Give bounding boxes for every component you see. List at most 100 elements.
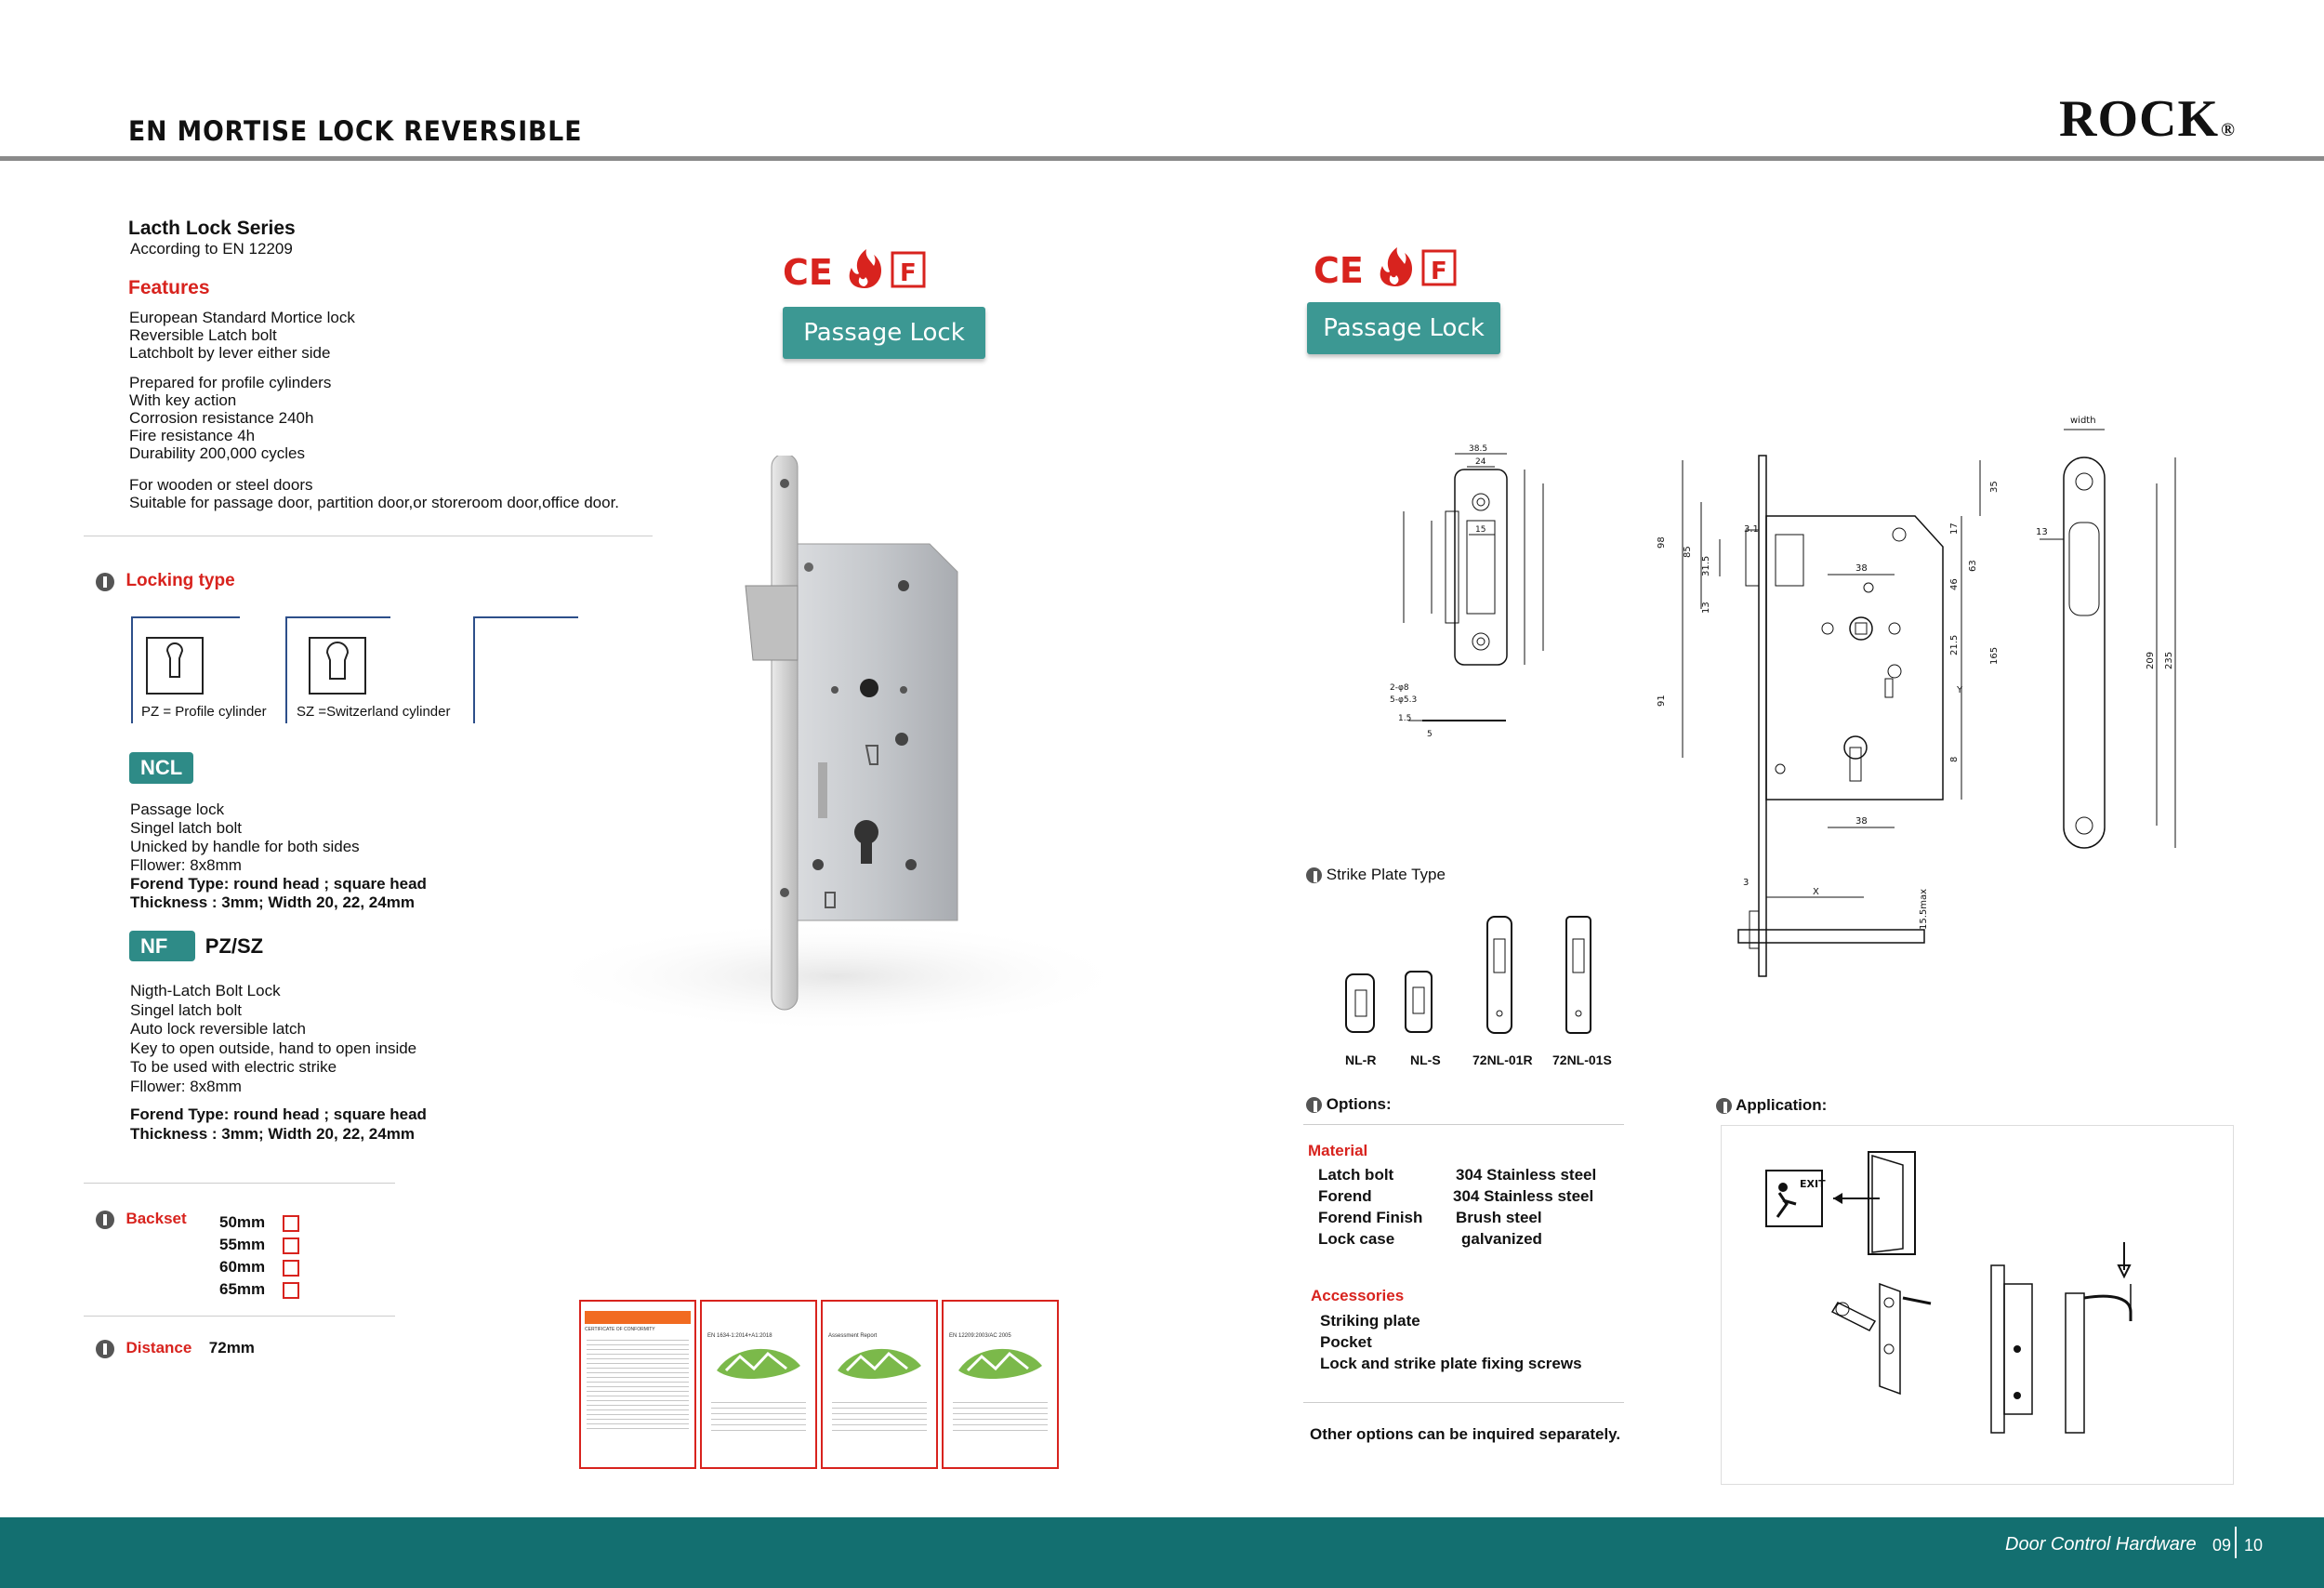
feature-line: Fire resistance 4h [129,427,256,444]
distance-value: 72mm [208,1339,255,1356]
certificate-card[interactable]: Assessment Report [821,1300,938,1469]
nf-badge: NF [129,931,196,961]
features-group-2: Prepared for profile cylinders With key … [129,374,331,462]
divider [84,1316,395,1317]
fire-icon [849,249,881,288]
accessory-item: Pocket [1320,1333,1372,1351]
dim-label: 2-φ8 [1390,683,1409,693]
passage-lock-button-right[interactable]: Passage Lock [1307,302,1500,354]
feature-line: Latchbolt by lever either side [129,344,331,362]
bulb-icon [1716,1098,1732,1115]
checkbox[interactable] [283,1259,299,1277]
options-label: Options: [1326,1095,1392,1113]
dim-label: 1.5 [1398,714,1411,723]
backset-options: 50mm 55mm 60mm 65mm [219,1211,299,1301]
material-heading: Material [1308,1142,1368,1159]
dim-label: 5-φ5.3 [1390,695,1417,705]
dim-label: 209 [2146,652,2156,669]
dim-label: 3.1 [1744,524,1759,535]
mortise-lock-photo [539,456,1134,1032]
bulb-icon [96,1339,114,1358]
locking-type-heading: Locking type [96,571,235,591]
divider [1303,1124,1624,1125]
features-group-1: European Standard Mortice lock Reversibl… [129,309,355,362]
ncl-line: Passage lock [130,801,225,818]
divider [1303,1402,1624,1403]
dim-label: 35 [1989,481,2000,493]
dim-label: Y [1956,685,1963,695]
nf-label: PZ/SZ [205,934,264,958]
nf-thickness: Thickness : 3mm; Width 20, 22, 24mm [130,1125,415,1143]
features-heading: Features [128,277,210,298]
dim-label: 5 [1427,730,1433,739]
locking-type-label: Locking type [125,571,235,590]
forend-drawing: width 13 209 235 [2036,416,2176,849]
strike-type-label: 72NL-01S [1552,1052,1612,1067]
certificate-title: Assessment Report [828,1333,878,1339]
bulb-icon [1306,867,1322,884]
application-heading: Application: [1716,1096,1827,1115]
cert-marks-right: CE F [1314,245,1490,297]
strike-plate-types-figure [1345,916,1591,1034]
application-illustration: EXIT [1765,1151,2133,1434]
certificate-card[interactable]: EN 12209:2003/AC 2005 [942,1300,1059,1469]
header-rule [0,156,2324,161]
dim-label: 24 [1475,457,1486,467]
feature-line: Corrosion resistance 240h [129,409,314,427]
backset-option[interactable]: 55mm [219,1234,299,1256]
certificate-title: CERTIFICATE OF CONFORMITY [585,1327,655,1332]
nf-description: Nigth-Latch Bolt Lock Singel latch bolt … [130,982,416,1096]
certificate-title: EN 12209:2003/AC 2005 [949,1333,1011,1339]
page-title: EN MORTISE LOCK REVERSIBLE [128,115,583,147]
nf-line: To be used with electric strike [130,1058,337,1076]
feature-line: European Standard Mortice lock [129,309,355,326]
certificate-card[interactable]: EN 1634-1:2014+A1:2018 [700,1300,817,1469]
nf-line: Auto lock reversible latch [130,1020,306,1038]
passage-lock-button-left[interactable]: Passage Lock [783,307,985,359]
nf-heading: NF PZ/SZ [129,931,264,961]
backset-option[interactable]: 50mm [219,1211,299,1234]
certificate-card[interactable]: CERTIFICATE OF CONFORMITY [579,1300,696,1469]
lock-body-drawing: 98 85 91 31.5 13 3.1 38 38 17 46 63 21.5… [1657,455,2000,977]
distance-label: Distance [125,1339,192,1356]
dim-label: 38.5 [1469,444,1487,454]
nf-specs: Forend Type: round head ; square head Th… [130,1105,427,1144]
dim-label: 8 [1949,757,1960,762]
backset-heading: Backset [96,1210,187,1229]
accessories-list: Striking plate Pocket Lock and strike pl… [1320,1310,1582,1374]
application-panel: EXIT [1721,1125,2234,1485]
accessory-item: Lock and strike plate fixing screws [1320,1355,1582,1372]
nf-line: Singel latch bolt [130,1000,243,1019]
options-note: Other options can be inquired separately… [1310,1425,1621,1443]
dim-label: 165 [1989,647,2000,665]
checkbox[interactable] [283,1237,299,1254]
feature-line: Reversible Latch bolt [129,326,277,344]
pz-caption: PZ = Profile cylinder [141,704,267,720]
bulb-icon [96,1210,114,1229]
dim-label: 38 [1855,816,1868,827]
backset-option[interactable]: 60mm [219,1256,299,1278]
dim-label: 15 [1475,525,1486,535]
backset-option[interactable]: 65mm [219,1278,299,1301]
footer-bar [0,1517,2324,1588]
options-heading: Options: [1306,1095,1392,1114]
ncl-line: Unicked by handle for both sides [130,838,360,855]
dim-label: width [2070,416,2096,426]
dim-label: 15.5max [1919,889,1929,930]
sz-caption: SZ =Switzerland cylinder [297,704,451,720]
page-number-left: 09 [2212,1536,2232,1555]
nf-line: Key to open outside, hand to open inside [130,1039,417,1057]
dim-label: 21.5 [1949,635,1960,655]
checkbox[interactable] [283,1281,299,1299]
exit-sign-label: EXIT [1800,1178,1826,1190]
nf-follower: Fllower: 8x8mm [130,1077,242,1095]
feature-line: With key action [129,391,237,409]
certificate-title: EN 1634-1:2014+A1:2018 [707,1333,772,1339]
series-standard: According to EN 12209 [130,240,293,258]
dim-label: 85 [1683,546,1693,558]
page-divider [2235,1527,2237,1558]
checkbox[interactable] [283,1214,299,1232]
